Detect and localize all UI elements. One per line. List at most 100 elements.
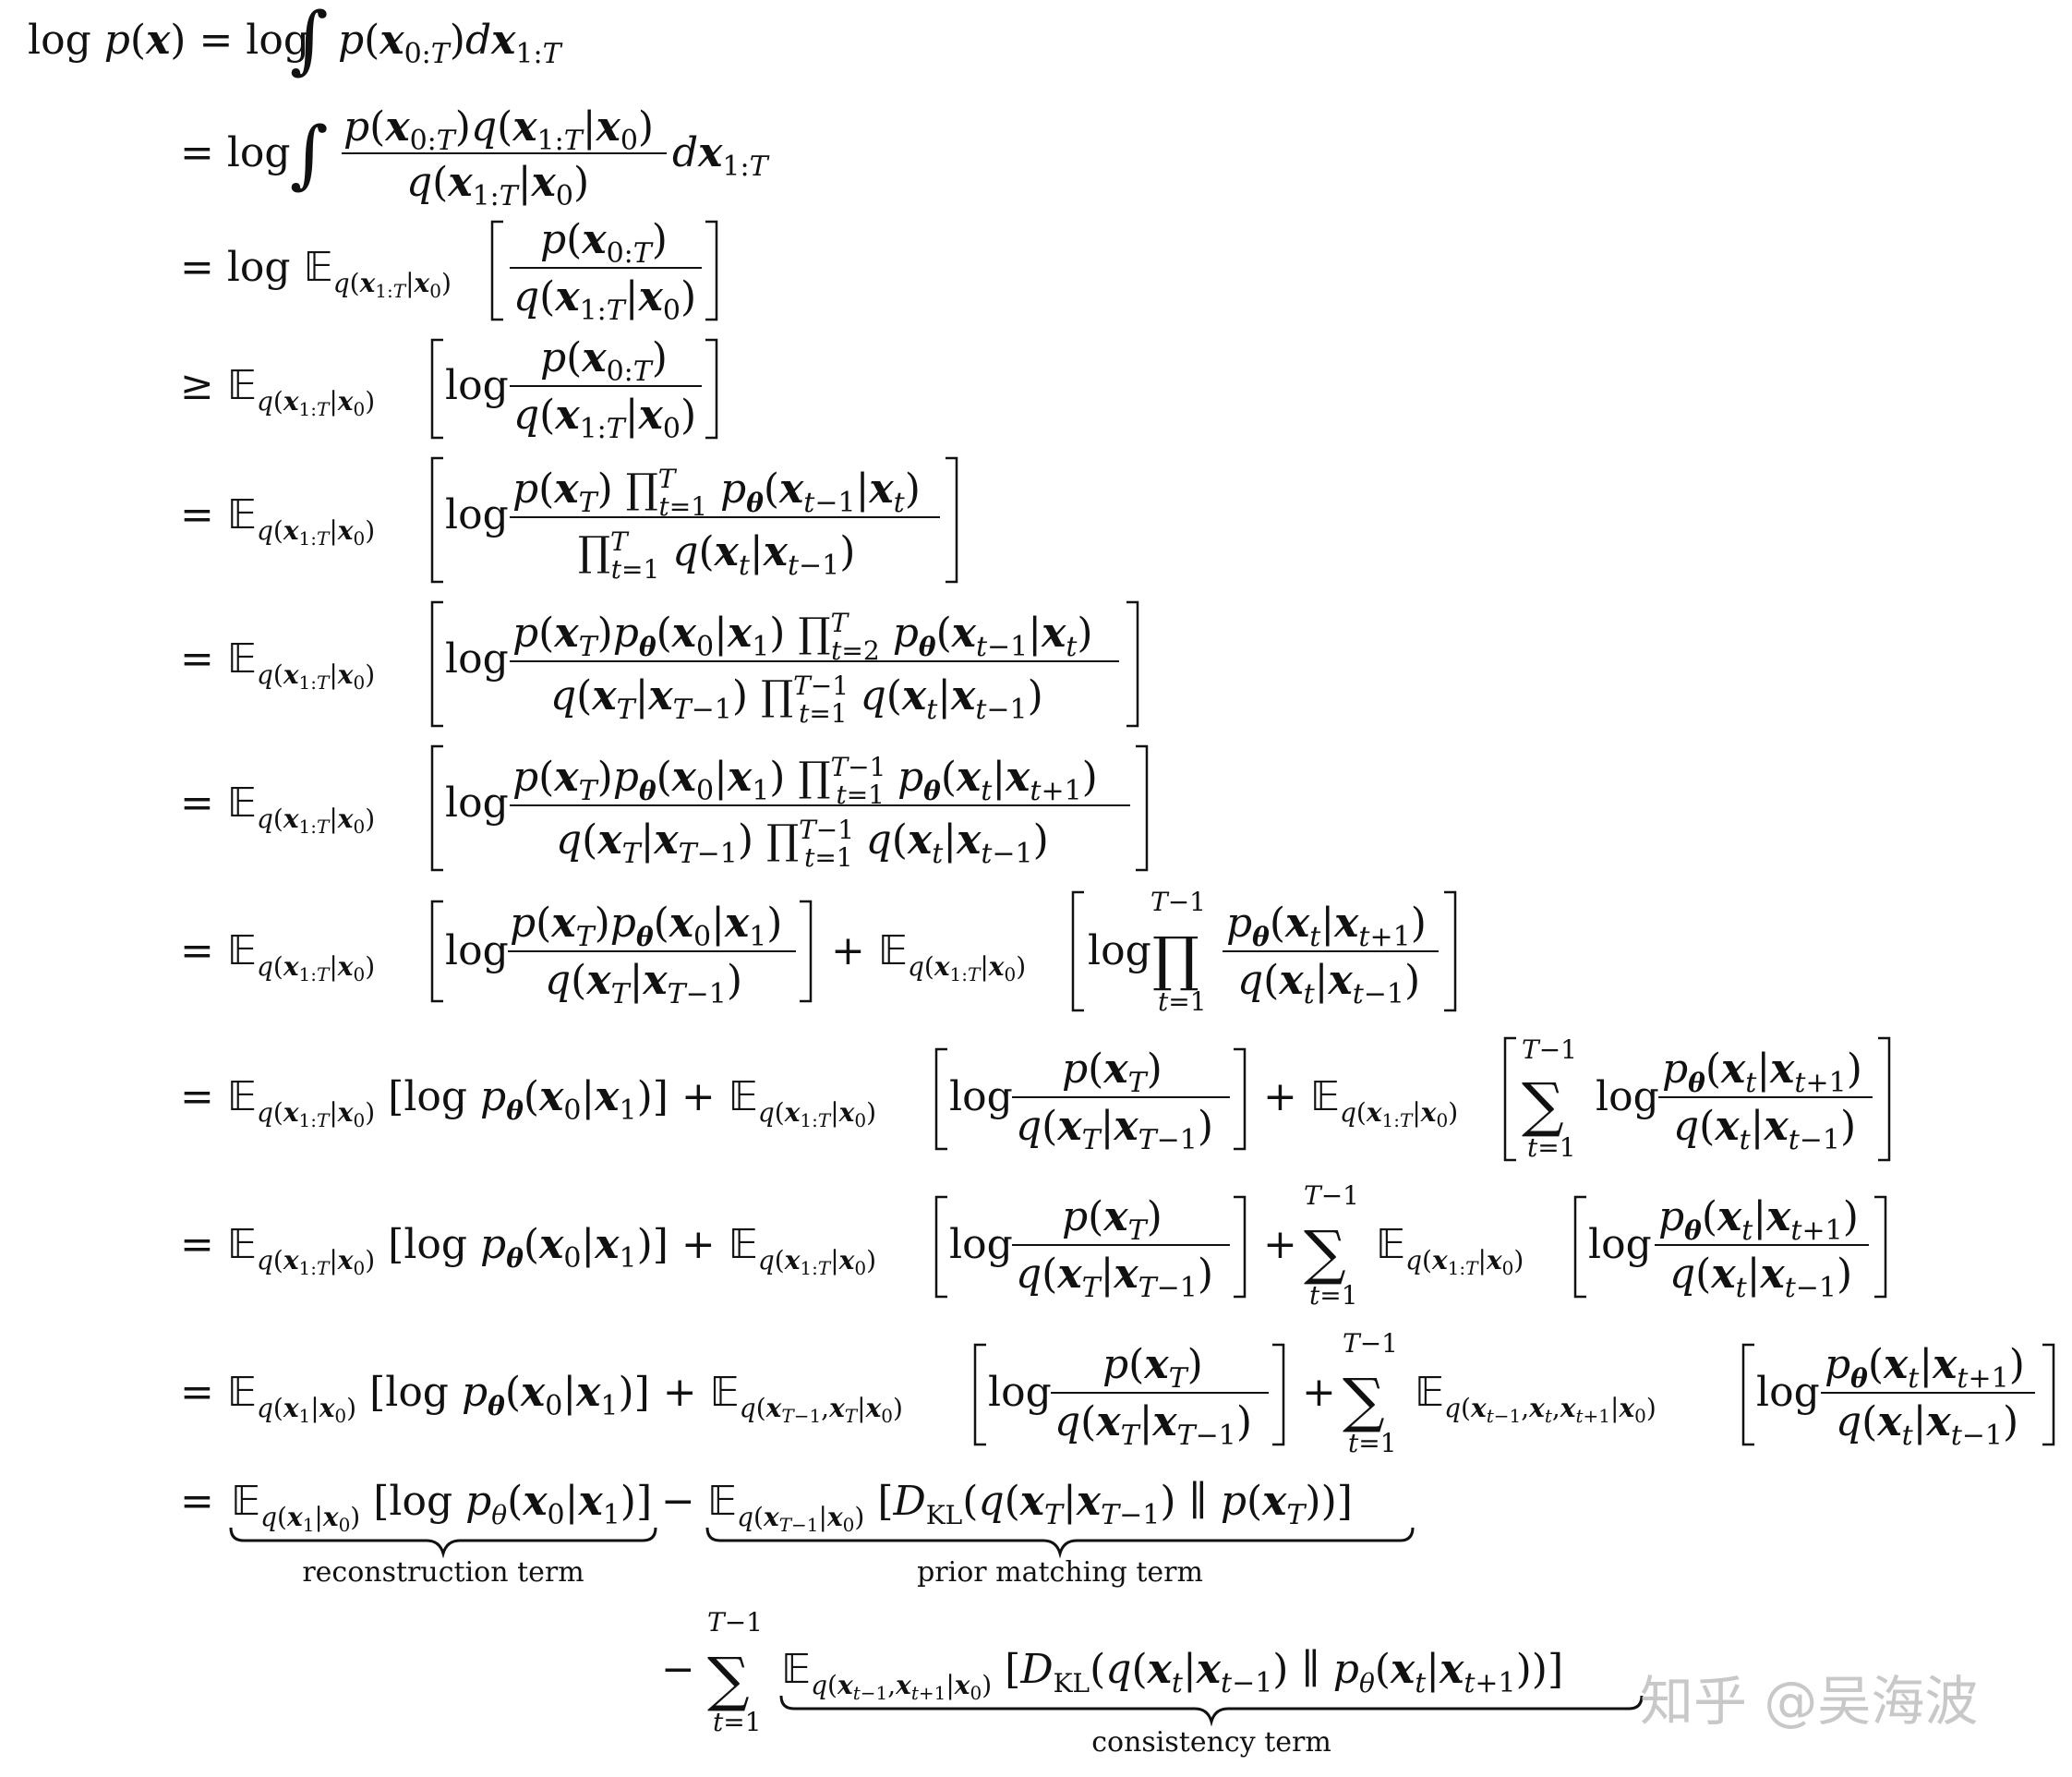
svg-text:pθ(xt|xt+1): pθ(xt|xt+1) [1658, 1193, 1859, 1247]
svg-text:= log 𝔼q(x1:T|x0): = log 𝔼q(x1:T|x0) [180, 244, 452, 302]
svg-text:pθ(xt|xt+1): pθ(xt|xt+1) [1662, 1046, 1862, 1099]
svg-text:+: + [1302, 1369, 1336, 1416]
svg-text:log: log [445, 491, 509, 538]
svg-text:log: log [1756, 1369, 1820, 1416]
svg-text:p(x0:T)q(x1:T|x0): p(x0:T)q(x1:T|x0) [343, 103, 654, 157]
reconstruction-term-label: reconstruction term [302, 1556, 584, 1589]
svg-text:p(xT): p(xT) [1062, 1193, 1162, 1247]
svg-text:= 𝔼q(x1:T|x0) [log pθ(x0|x1)]: = 𝔼q(x1:T|x0) [log pθ(x0|x1)] + 𝔼q(x1:T|… [180, 1221, 876, 1279]
equation-line-8: = 𝔼q(x1:T|x0) log p(xT)pθ(x0|x1) q(xT|xT… [180, 887, 1457, 1017]
equation-line-1: log p(x) = log ∫ p(x0:T)dx1:T [28, 0, 563, 82]
svg-text:𝔼q(x1|x0) [log pθ(x0|x1)]: 𝔼q(x1|x0) [log pθ(x0|x1)] [231, 1478, 652, 1536]
svg-text:log: log [445, 362, 509, 409]
svg-text:t=1: t=1 [1158, 986, 1207, 1017]
svg-text:T−1: T−1 [1304, 1180, 1359, 1211]
svg-text:T−1: T−1 [1150, 887, 1206, 917]
svg-text:= 𝔼q(x1:T|x0): = 𝔼q(x1:T|x0) [180, 780, 375, 838]
svg-text:t=1: t=1 [713, 1707, 762, 1737]
svg-text:= 𝔼q(x1|x0) [log pθ(x0|x1)] +: = 𝔼q(x1|x0) [log pθ(x0|x1)] + 𝔼q(xT−1,xT… [180, 1369, 903, 1427]
equation-line-10: = 𝔼q(x1:T|x0) [log pθ(x0|x1)] + 𝔼q(x1:T|… [180, 1180, 1887, 1311]
svg-text:t=1: t=1 [1527, 1132, 1576, 1163]
svg-text:log p(x) = log: log p(x) = log [28, 17, 309, 64]
svg-text:= 𝔼q(x1:T|x0): = 𝔼q(x1:T|x0) [180, 491, 375, 550]
equation-line-12: = 𝔼q(x1|x0) [log pθ(x0|x1)] − 𝔼q(xT−1|x0… [180, 1478, 1353, 1536]
svg-text:T−1: T−1 [1343, 1328, 1398, 1359]
svg-text:𝔼q(xt−1,xt+1|x0) [DKL(q(xt|xt: 𝔼q(xt−1,xt+1|x0) [DKL(q(xt|xt−1) ∥ pθ(xt… [781, 1646, 1563, 1704]
svg-text:t=1: t=1 [1309, 1280, 1358, 1311]
svg-text:p(x0:T): p(x0:T) [540, 216, 668, 270]
equation-line-4: ≥ 𝔼q(x1:T|x0) log p(x0:T) q(x1:T|x0) [180, 334, 718, 445]
svg-text:q(xT|xT−1): q(xT|xT−1) [1016, 1103, 1213, 1156]
underbrace-reconstruction: reconstruction term [229, 1527, 657, 1589]
svg-text:∏: ∏ [1152, 925, 1199, 994]
svg-text:q(xT|xT−1): q(xT|xT−1) [1016, 1251, 1213, 1304]
svg-text:pθ(xt|xt+1): pθ(xt|xt+1) [1226, 900, 1427, 953]
svg-text:𝔼q(xT−1|x0) [DKL(q(xT|xT−1) ∥: 𝔼q(xT−1|x0) [DKL(q(xT|xT−1) ∥ p(xT))] [707, 1478, 1353, 1536]
watermark-text: 知乎 @吴海波 [1640, 1670, 1978, 1733]
svg-text:p(x0:T)dx1:T: p(x0:T)dx1:T [338, 17, 563, 70]
svg-text:q(xT|xT−1): q(xT|xT−1) [1054, 1398, 1252, 1452]
svg-text:+ 𝔼q(x1:T|x0): + 𝔼q(x1:T|x0) [831, 927, 1026, 985]
svg-text:−: − [661, 1478, 695, 1525]
svg-text:= 𝔼q(x1:T|x0): = 𝔼q(x1:T|x0) [180, 635, 375, 694]
svg-text:∫: ∫ [290, 0, 329, 82]
svg-text:p(xT)pθ(x0|x1): p(xT)pθ(x0|x1) [510, 900, 782, 953]
equation-line-11: = 𝔼q(x1|x0) [log pθ(x0|x1)] + 𝔼q(xT−1,xT… [180, 1328, 2055, 1458]
svg-text:p(xT)pθ(x0|x1) ∏Tt=2 pθ(xt−1|x: p(xT)pθ(x0|x1) ∏Tt=2 pθ(xt−1|xt) [512, 608, 1093, 666]
svg-text:+: + [1263, 1221, 1297, 1268]
svg-text:q(xt|xt−1): q(xt|xt−1) [1836, 1398, 2018, 1452]
svg-text:p(xT) ∏Tt=1 pθ(xt−1|xt): p(xT) ∏Tt=1 pθ(xt−1|xt) [512, 464, 921, 522]
equation-line-2: = log ∫ p(x0:T)q(x1:T|x0) q(x1:T|x0) dx1… [180, 103, 770, 212]
svg-text:T−1: T−1 [1522, 1034, 1577, 1065]
svg-text:dx1:T: dx1:T [672, 129, 770, 183]
svg-text:∑: ∑ [1522, 1071, 1564, 1140]
svg-text:t=1: t=1 [1348, 1428, 1397, 1458]
svg-text:q(xT|xT−1): q(xT|xT−1) [545, 957, 742, 1010]
svg-text:= 𝔼q(x1:T|x0) [log pθ(x0|x1)]: = 𝔼q(x1:T|x0) [log pθ(x0|x1)] + 𝔼q(x1:T|… [180, 1073, 876, 1131]
equation-line-9: = 𝔼q(x1:T|x0) [log pθ(x0|x1)] + 𝔼q(x1:T|… [180, 1034, 1891, 1163]
equation-line-3: = log 𝔼q(x1:T|x0) p(x0:T) q(x1:T|x0) [180, 216, 718, 327]
svg-text:T−1: T−1 [707, 1607, 763, 1638]
equation-line-13: − T−1 ∑ t=1 𝔼q(xt−1,xt+1|x0) [DKL(q(xt|x… [661, 1607, 1563, 1737]
svg-text:∑: ∑ [707, 1646, 750, 1714]
svg-text:pθ(xt|xt+1): pθ(xt|xt+1) [1825, 1341, 2025, 1395]
svg-text:+ 𝔼q(x1:T|x0): + 𝔼q(x1:T|x0) [1263, 1073, 1458, 1131]
svg-text:=: = [180, 1478, 214, 1525]
svg-text:q(xt|xt−1): q(xt|xt−1) [1673, 1103, 1856, 1156]
svg-text:∏Tt=1 q(xt|xt−1): ∏Tt=1 q(xt|xt−1) [578, 526, 855, 585]
svg-text:∑: ∑ [1343, 1367, 1385, 1435]
svg-text:log: log [988, 1369, 1052, 1416]
prior-matching-term-label: prior matching term [917, 1556, 1203, 1589]
svg-text:q(xT|xT−1) ∏T−1t=1 q(xt|xt−1): q(xT|xT−1) ∏T−1t=1 q(xt|xt−1) [550, 671, 1043, 729]
svg-text:≥ 𝔼q(x1:T|x0): ≥ 𝔼q(x1:T|x0) [180, 362, 375, 420]
svg-text:log: log [445, 927, 509, 974]
svg-text:q(xt|xt−1): q(xt|xt−1) [1669, 1251, 1852, 1304]
svg-text:log: log [949, 1221, 1013, 1268]
svg-text:p(x0:T): p(x0:T) [540, 334, 668, 388]
svg-text:𝔼q(xt−1,xt,xt+1|x0): 𝔼q(xt−1,xt,xt+1|x0) [1415, 1369, 1656, 1427]
svg-text:= 𝔼q(x1:T|x0): = 𝔼q(x1:T|x0) [180, 927, 375, 985]
svg-text:p(xT): p(xT) [1102, 1341, 1203, 1395]
svg-text:q(x1:T|x0): q(x1:T|x0) [513, 392, 696, 445]
svg-text:log: log [1088, 927, 1151, 974]
svg-text:= log: = log [180, 129, 291, 176]
svg-text:log: log [949, 1073, 1013, 1120]
svg-text:log: log [445, 780, 509, 827]
svg-text:q(xT|xT−1) ∏T−1t=1 q(xt|xt−1): q(xT|xT−1) ∏T−1t=1 q(xt|xt−1) [556, 815, 1049, 873]
svg-text:q(x1:T|x0): q(x1:T|x0) [513, 273, 696, 327]
svg-text:∑: ∑ [1304, 1219, 1346, 1287]
underbrace-prior-matching: prior matching term [705, 1527, 1415, 1589]
svg-text:𝔼q(x1:T|x0): 𝔼q(x1:T|x0) [1376, 1221, 1524, 1279]
svg-text:q(xt|xt−1): q(xt|xt−1) [1237, 957, 1420, 1010]
consistency-term-label: consistency term [1091, 1726, 1331, 1759]
underbrace-consistency: consistency term [779, 1695, 1644, 1759]
svg-text:−: − [661, 1646, 695, 1693]
svg-text:p(xT): p(xT) [1062, 1046, 1162, 1099]
svg-text:p(xT)pθ(x0|x1) ∏T−1t=1 pθ(xt|x: p(xT)pθ(x0|x1) ∏T−1t=1 pθ(xt|xt+1) [512, 752, 1098, 810]
svg-text:∫: ∫ [290, 111, 329, 197]
svg-text:log: log [445, 635, 509, 683]
